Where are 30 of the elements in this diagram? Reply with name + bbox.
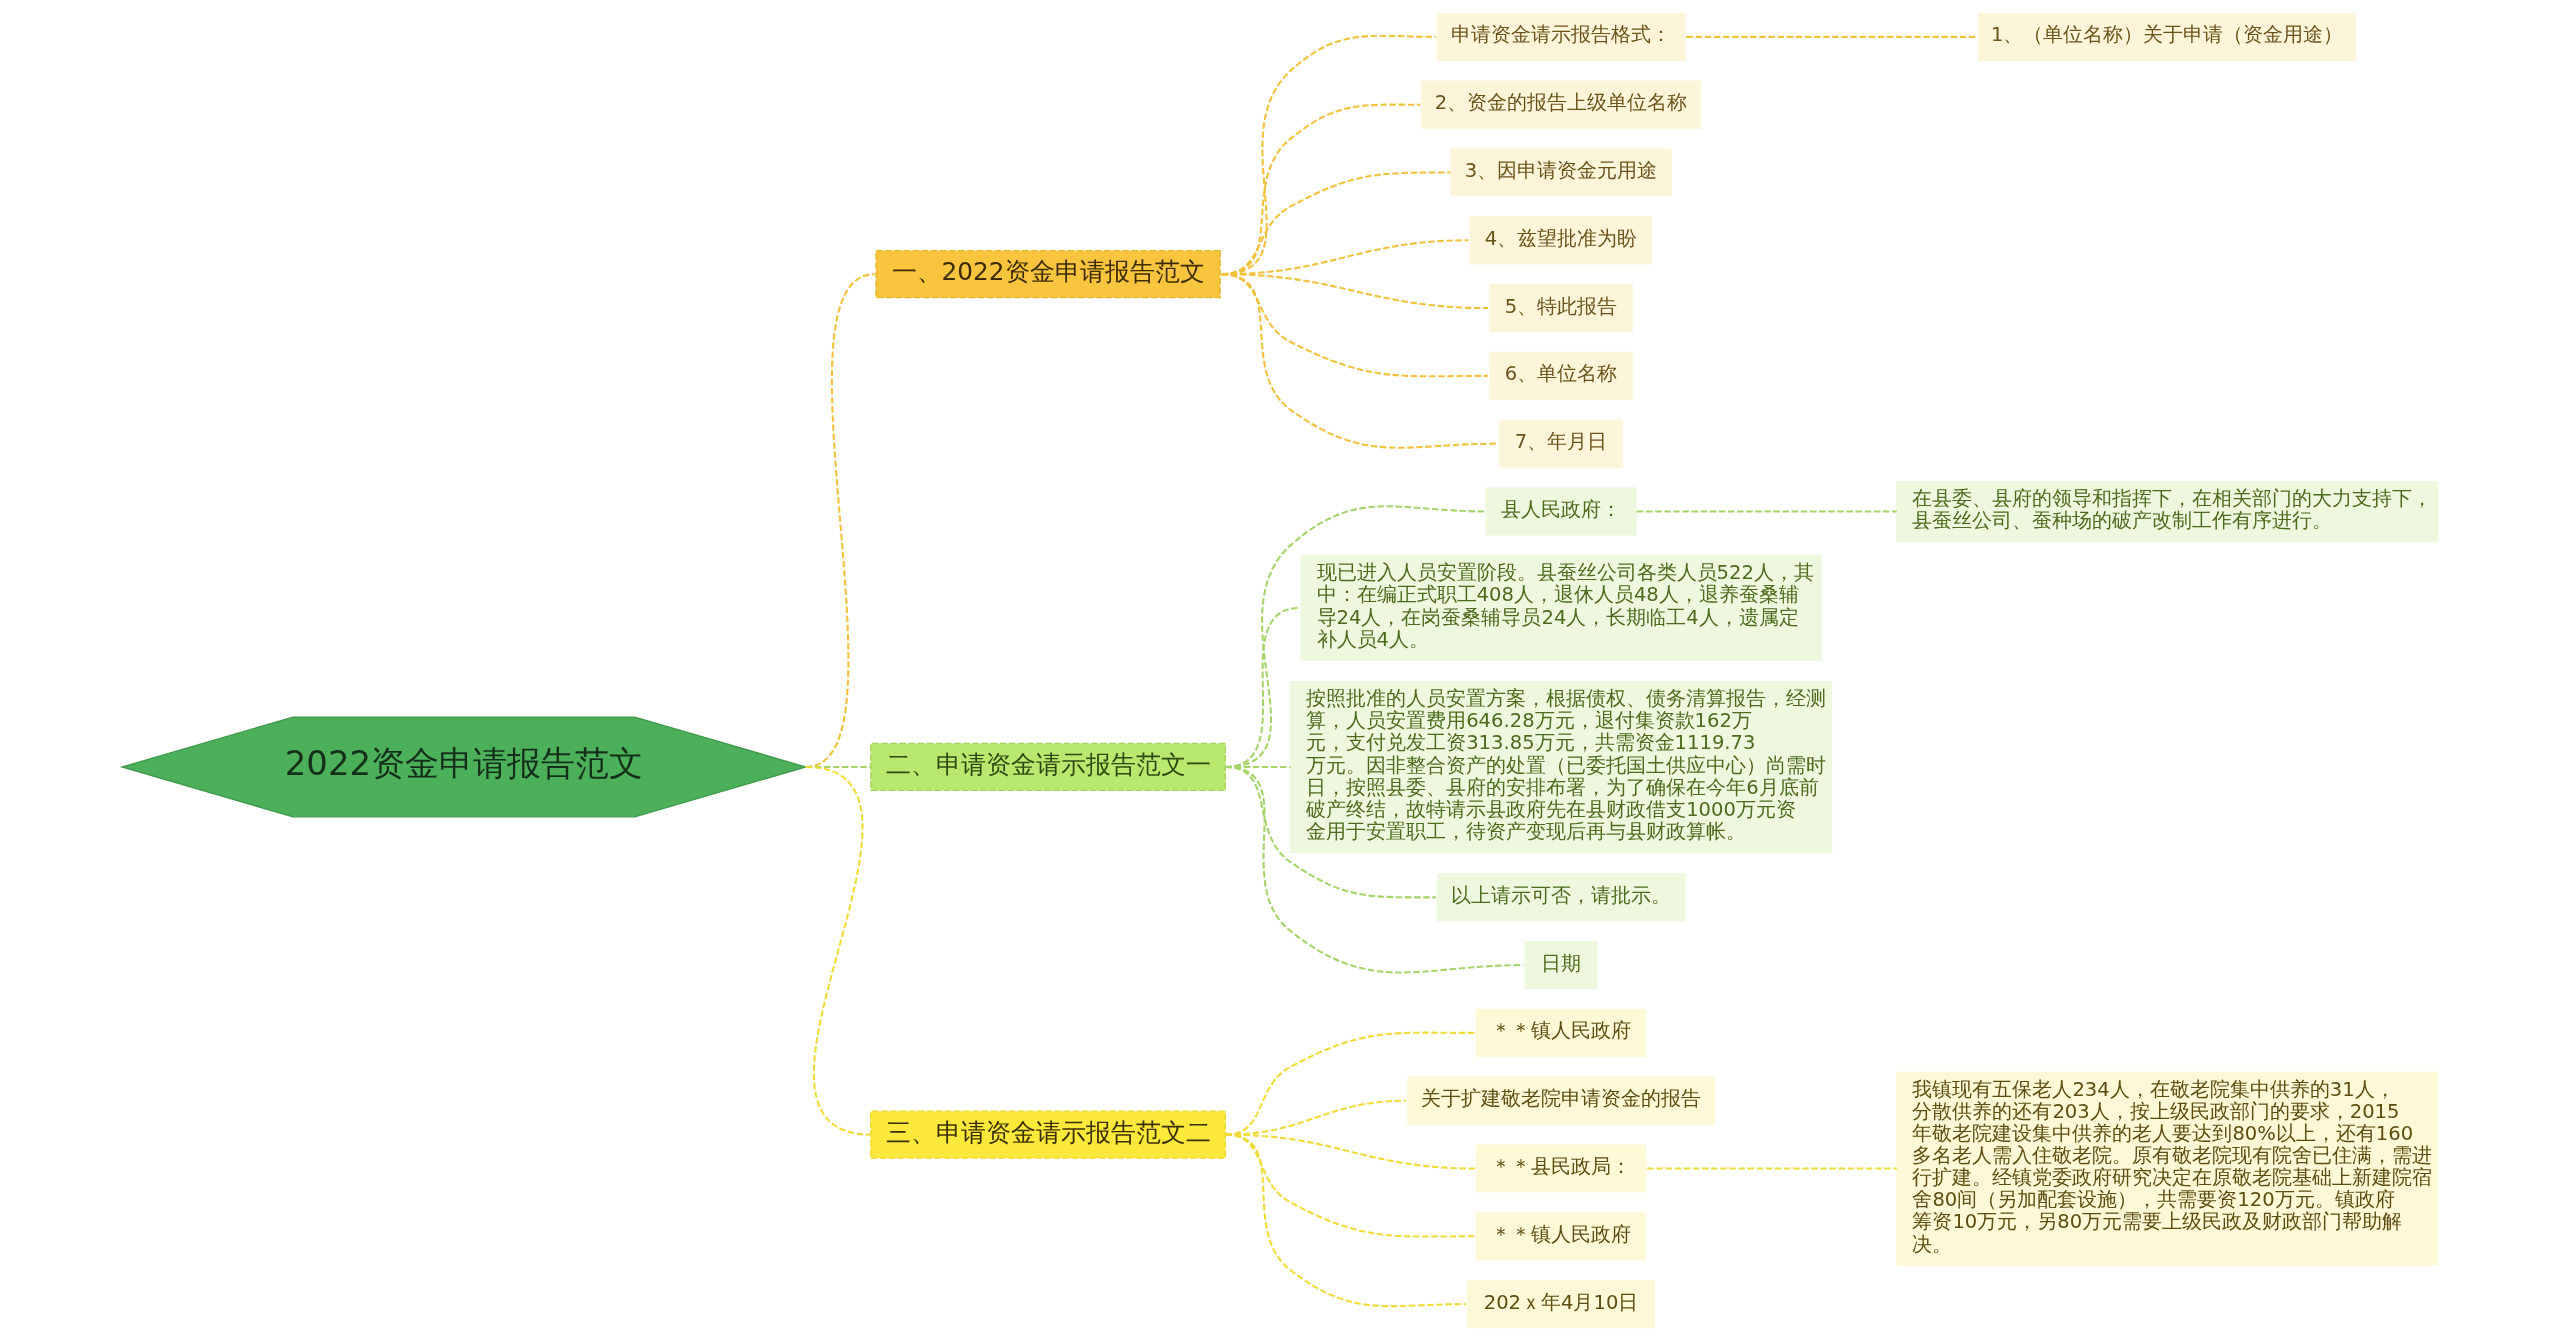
node-box: 4、兹望批准为盼	[1469, 216, 1653, 265]
node-box: 我镇现有五保老人234人，在敬老院集中供养的31人，分散供养的还有203人，按上级民政部门的要求，2015年敬老院建设集中供养的老人要达到80%以上，还有160多名老人需入住敬老院。原有敬老院现有院舍已住满，需进行扩建。经镇党委政府研究决定在原敬老院基础上新建院宿舍80间（另加配套设施），共需要资120万元。镇政府筹资10万元，另80万元需要上级民政及财政部门帮助解决。	[1896, 1071, 2439, 1266]
node-box: 按照批准的人员安置方案，根据债权、债务清算报告，经测算，人员安置费用646.28万元，退付集资款162万元，支付兑发工资313.85万元，共需资金1119.73万元。因非整合资产的处置（已委托国土供应中心）尚需时日，按照县委、县府的安排布署，为了确保在今年6月底前破产终结，故特请示县政府先在县财政借支1000万元资金用于安置职工，待资产变现后再与县财政算帐。	[1289, 680, 1833, 853]
node-box: 三、申请资金请示报告范文二	[870, 1110, 1226, 1159]
connector	[1636, 510, 1897, 513]
node-box: 202ｘ年4月10日	[1467, 1279, 1655, 1329]
node-box: 1、（单位名称）关于申请（资金用途）	[1978, 12, 2357, 62]
node-box: 7、年月日	[1499, 419, 1623, 468]
connector	[805, 765, 871, 1136]
node-box: ＊＊镇人民政府	[1475, 1008, 1647, 1058]
node-box: 2、资金的报告上级单位名称	[1420, 80, 1702, 129]
connector	[1647, 1167, 1897, 1170]
node-box: 申请资金请示报告格式：	[1436, 12, 1686, 62]
node-box: 县人民政府：	[1485, 487, 1637, 536]
connector	[1221, 273, 1499, 449]
connector	[1225, 1133, 1466, 1308]
node-box: 在县委、县府的领导和指挥下，在相关部门的大力支持下，县蚕丝公司、蚕种场的破产改制工作有序进行。	[1896, 480, 2439, 543]
connector	[1686, 35, 1979, 38]
node-box: 现已进入人员安置阶段。县蚕丝公司各类人员522人，其中：在编正式职工408人，退休人员48人，退养蚕桑辅导24人，在岗蚕桑辅导员24人，长期临工4人，遗属定补人员4人。	[1300, 555, 1822, 661]
node-box: 关于扩建敬老院申请资金的报告	[1407, 1076, 1715, 1125]
node-box: ＊＊县民政局：	[1475, 1144, 1647, 1193]
node-box: 5、特此报告	[1489, 283, 1633, 333]
node-box: ＊＊镇人民政府	[1475, 1212, 1647, 1261]
node-box: 3、因申请资金元用途	[1450, 148, 1672, 197]
node-box: 日期	[1524, 941, 1598, 990]
connector	[1225, 1031, 1476, 1136]
node-box: 6、单位名称	[1489, 351, 1633, 400]
node-box: 二、申请资金请示报告范文一	[870, 742, 1226, 792]
node-box: 以上请示可否，请批示。	[1436, 873, 1686, 922]
node-box: 一、2022资金申请报告范文	[875, 250, 1221, 299]
